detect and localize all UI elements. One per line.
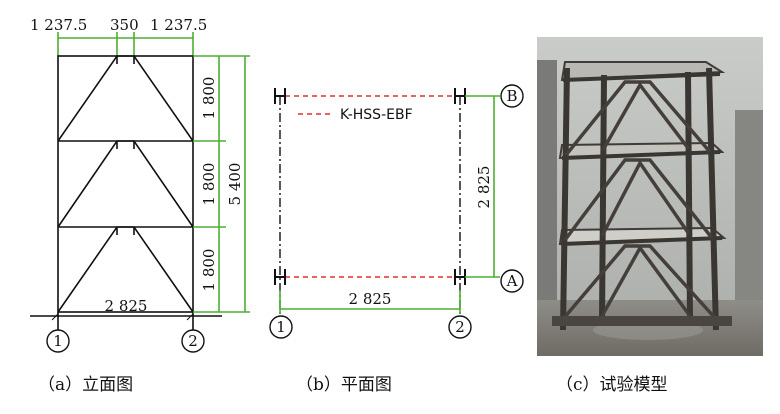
photo-braces bbox=[562, 80, 717, 320]
frame-outline bbox=[57, 55, 194, 313]
plan-braced-bays bbox=[285, 95, 455, 278]
plan-dimension-y bbox=[465, 95, 500, 278]
plan-legend: K-HSS-EBF bbox=[298, 107, 413, 123]
column-symbol bbox=[274, 269, 286, 285]
photo-columns bbox=[560, 67, 719, 331]
brace-story-2 bbox=[57, 140, 194, 228]
top-dimension-line bbox=[57, 32, 194, 56]
svg-text:1: 1 bbox=[53, 332, 63, 350]
photo-base-beam bbox=[552, 316, 732, 326]
story-dim-2: 1 800 bbox=[200, 163, 218, 206]
svg-text:2: 2 bbox=[455, 318, 465, 336]
axis-bubble-2: 2 bbox=[448, 315, 472, 339]
elevation-frame bbox=[30, 55, 222, 330]
top-dim-left: 1 237.5 bbox=[30, 16, 87, 34]
top-dim-middle: 350 bbox=[110, 16, 139, 34]
plan-dimension-x bbox=[279, 290, 461, 314]
svg-text:K-HSS-EBF: K-HSS-EBF bbox=[340, 107, 413, 123]
story-dim-3: 1 800 bbox=[200, 77, 218, 120]
brace-story-1 bbox=[57, 226, 194, 313]
axis-bubble-2: 2 bbox=[181, 329, 205, 353]
plan-span-x: 2 825 bbox=[349, 290, 392, 308]
photo-left-wall bbox=[537, 60, 557, 320]
brace-story-3 bbox=[57, 55, 194, 142]
svg-text:1: 1 bbox=[276, 318, 286, 336]
svg-text:2: 2 bbox=[188, 332, 198, 350]
total-dimension-line bbox=[226, 55, 250, 313]
plan-columns bbox=[274, 88, 466, 285]
span-dim: 2 825 bbox=[105, 297, 148, 315]
test-model-photo bbox=[537, 37, 763, 356]
caption-a: （a）立面图 bbox=[38, 375, 133, 395]
photo-right-wall bbox=[735, 110, 763, 320]
top-dim-right: 1 237.5 bbox=[150, 16, 207, 34]
plan-axis-lines bbox=[279, 96, 461, 318]
support-hatch bbox=[51, 313, 194, 321]
plan-span-y: 2 825 bbox=[475, 166, 493, 209]
axis-bubble-A: A bbox=[500, 269, 524, 293]
caption-c: （c）试验模型 bbox=[556, 375, 668, 395]
axis-bubble-1: 1 bbox=[46, 329, 70, 353]
story-dim-1: 1 800 bbox=[200, 249, 218, 292]
column-symbol bbox=[274, 88, 286, 104]
axis-bubble-B: B bbox=[500, 84, 524, 108]
plan-panel: K-HSS-EBF 2 825 2 825 B A 1 bbox=[269, 84, 524, 395]
svg-text:B: B bbox=[506, 87, 517, 105]
elevation-panel: 1 237.5 350 1 237.5 bbox=[30, 16, 250, 395]
svg-text:A: A bbox=[506, 272, 518, 290]
caption-b: （b）平面图 bbox=[296, 375, 392, 395]
axis-bubble-1: 1 bbox=[269, 315, 293, 339]
total-height-dim: 5 400 bbox=[226, 163, 244, 206]
story-dimension-line bbox=[193, 55, 226, 313]
